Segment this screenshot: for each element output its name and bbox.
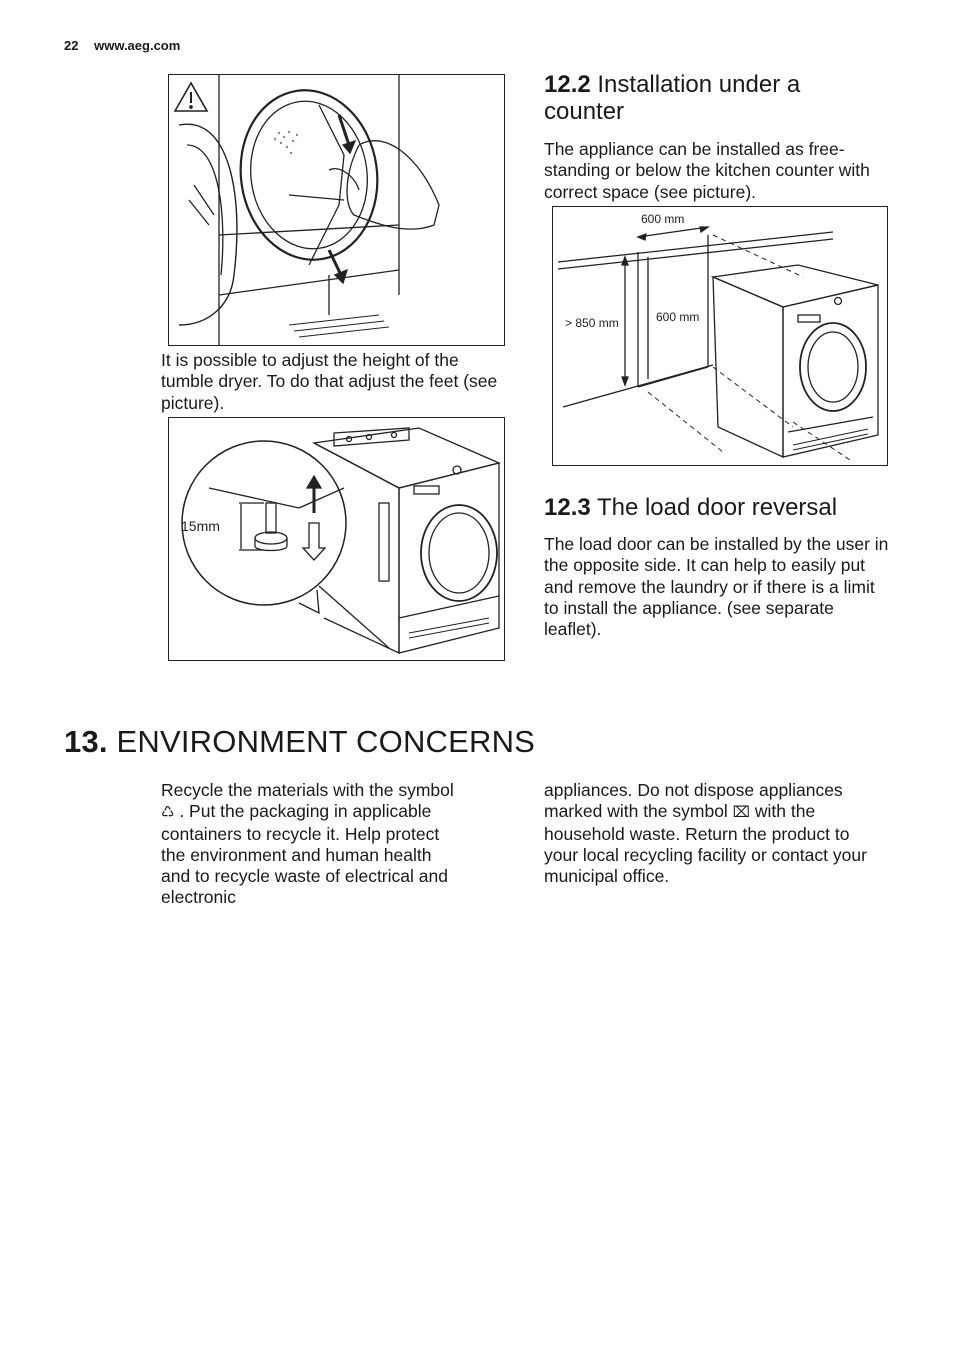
counter-depth-label: 600 mm — [656, 310, 699, 324]
counter-illustration: 600 mm > 850 mm 600 mm — [557, 212, 879, 463]
section-12-3-text: The load door can be installed by the us… — [544, 534, 889, 640]
section-12-3-title: The load door reversal — [596, 494, 838, 521]
section-13-heading: 13. ENVIRONMENT CONCERNS — [64, 724, 535, 760]
environment-col1-part-b: . Put the packaging in applicable contai… — [161, 801, 448, 908]
environment-col2-part-b: with the household waste. Return the pro… — [544, 801, 867, 887]
environment-col1-part-a: Recycle the materials with the symbol — [161, 780, 454, 800]
section-12-3-heading: 12.3 The load door reversal — [544, 494, 884, 521]
section-12-2-title: Installation under a counter — [544, 71, 801, 125]
counter-height-label: > 850 mm — [565, 316, 619, 330]
page-header: 22 www.aeg.com — [64, 38, 180, 53]
warning-icon — [173, 81, 209, 112]
website-link[interactable]: www.aeg.com — [94, 38, 181, 53]
environment-col2-part-a: appliances. Do not dispose appliances ma… — [544, 780, 843, 822]
environment-text-col2: appliances. Do not dispose appliances ma… — [544, 780, 874, 887]
section-12-2-heading: 12.2 Installation under a counter — [544, 71, 874, 125]
section-13-title: ENVIRONMENT CONCERNS — [116, 724, 536, 759]
section-12-2-text: The appliance can be installed as free-s… — [544, 139, 870, 202]
filter-illustration — [173, 75, 440, 345]
recycle-icon: ♺ — [161, 804, 175, 822]
section-12-3-number: 12.3 — [544, 494, 591, 521]
filter-figure — [168, 74, 505, 346]
environment-text-col1: Recycle the materials with the symbol ♺ … — [161, 780, 461, 909]
section-12-2-number: 12.2 — [544, 71, 591, 98]
feet-adjust-text: It is possible to adjust the height of t… — [161, 350, 498, 413]
counter-figure: 600 mm > 850 mm 600 mm — [552, 206, 888, 466]
page-number: 22 — [64, 38, 79, 53]
section-13-number: 13. — [64, 724, 108, 759]
feet-illustration: 15mm — [181, 427, 502, 655]
weee-bin-icon: ⌧ — [732, 804, 750, 822]
feet-figure: 15mm — [168, 417, 505, 661]
feet-height-label: 15mm — [181, 518, 220, 534]
counter-width-label: 600 mm — [641, 212, 684, 226]
